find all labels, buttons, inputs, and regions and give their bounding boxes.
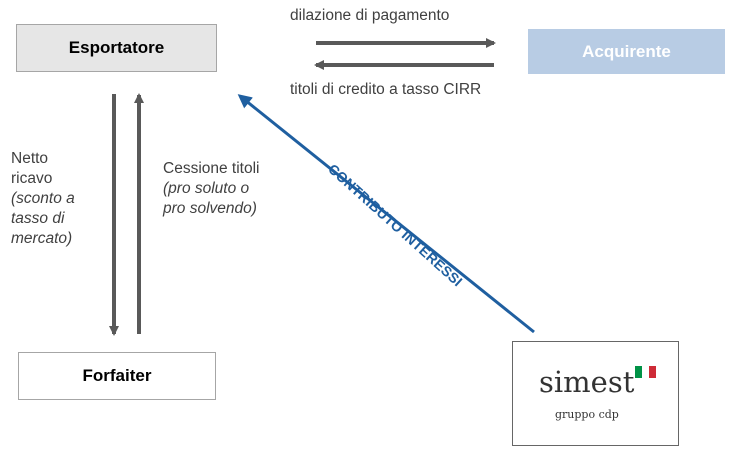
forfaiter-box: Forfaiter [18,352,216,400]
netto-line-1: Netto [11,150,49,167]
cessione-line-2: (pro soluto o [163,180,250,197]
simest-logo-box: simest gruppo cdp [512,341,679,446]
cessione-line-1: Cessione titoli [163,160,260,177]
netto-line-3: (sconto a [11,190,75,207]
simest-subtitle: gruppo cdp [555,408,619,421]
label-titoli: titoli di credito a tasso CIRR [290,81,482,98]
acquirente-box: Acquirente [528,29,725,74]
arrow-contributo-interessi [237,94,535,334]
netto-line-5: mercato) [11,230,73,247]
netto-line-4: tasso di [11,210,65,227]
cessione-line-3: pro solvendo) [163,200,257,217]
simest-wordmark: simest [539,365,635,399]
label-cessione-titoli: Cessione titoli (pro soluto o pro solven… [163,159,260,219]
label-dilazione: dilazione di pagamento [290,7,450,24]
italian-flag-icon [635,366,656,378]
esportatore-label: Esportatore [68,38,165,57]
esportatore-box: Esportatore [16,24,217,72]
label-netto-ricavo: Netto ricavo (sconto a tasso di mercato) [11,149,75,249]
netto-line-2: ricavo [11,170,53,187]
forfaiter-label: Forfaiter [82,366,152,385]
acquirente-label: Acquirente [582,41,671,61]
